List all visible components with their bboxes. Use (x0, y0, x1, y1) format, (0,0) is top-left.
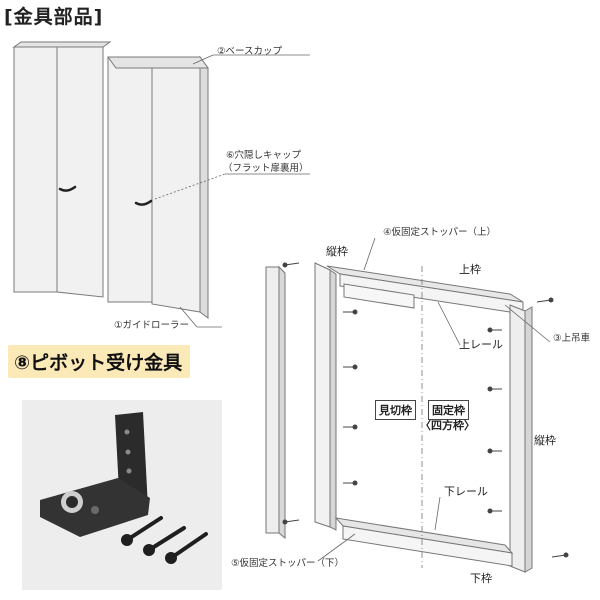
screws (282, 262, 569, 558)
page-title: [金具部品] (4, 6, 104, 28)
label-stopper-top: ④仮固定ストッパー（上） (383, 227, 497, 238)
label-hanger: ③上吊車 (553, 333, 591, 344)
door-side-right (199, 55, 209, 319)
label-tate-waku-left: 縦枠 (326, 245, 348, 258)
mikiri-post-side (329, 269, 337, 531)
lower-rail (342, 525, 513, 567)
label-ue-waku: 上枠 (459, 263, 481, 276)
left-post-side (278, 265, 286, 540)
door-leaf-left-a (13, 46, 58, 293)
right-post (509, 304, 526, 573)
label-guide-roller: ①ガイドローラー (114, 320, 190, 331)
label-upper-rail: 上レール (459, 338, 503, 351)
upper-rail (343, 283, 415, 309)
door-top-right (107, 56, 209, 69)
label-tate-waku-right: 縦枠 (534, 434, 556, 447)
door-handle-left (58, 185, 77, 192)
label-lower-rail: 下レール (444, 485, 488, 498)
label-shita-waku: 下枠 (470, 572, 492, 585)
door-leaders (154, 54, 310, 328)
frame-assembly (265, 262, 533, 573)
label-hole-cap-note: （フラット扉裏用） (223, 163, 309, 174)
door-leaf-right-a (107, 56, 153, 303)
label-hole-cap: ⑥穴隠しキャップ (226, 150, 302, 161)
label-base-cap: ②ベースカップ (217, 46, 283, 57)
pivot-photo (22, 400, 222, 590)
door-handle-right (134, 199, 153, 206)
label-shiho-waku: 〈四方枠〉 (420, 419, 475, 432)
right-post-side (524, 306, 533, 573)
folding-door (12, 41, 209, 319)
pivot-callout: ⑧ピボット受け金具 (8, 345, 191, 378)
pivot-photo-art (22, 400, 222, 590)
left-post (265, 266, 280, 534)
door-leaf-right-b (151, 56, 201, 313)
door-top-left (12, 41, 112, 48)
frame-leaders (317, 237, 551, 562)
label-mikiri-waku: 見切枠 (375, 400, 416, 420)
mikiri-post (314, 262, 331, 528)
label-kotei-waku: 固定枠 (428, 400, 469, 420)
door-leaf-left-b (56, 46, 104, 298)
label-stopper-bottom: ⑤仮固定ストッパー（下） (231, 558, 345, 569)
